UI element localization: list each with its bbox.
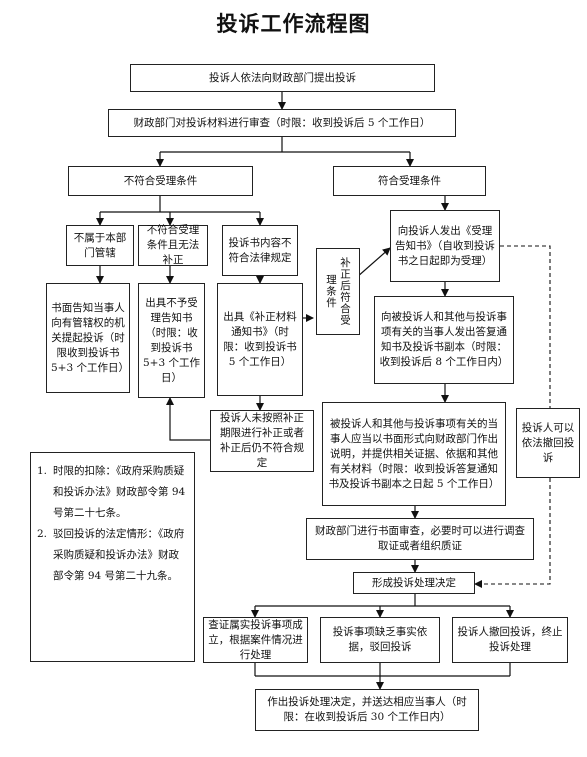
note-text: 时限的扣除：《政府采购质疑和投诉办法》财政部令第 94 号第二十七条。 bbox=[53, 465, 186, 519]
node-content-not-compliant: 投诉书内容不符合法律规定 bbox=[222, 225, 298, 276]
node-submit-complaint: 投诉人依法向财政部门提出投诉 bbox=[130, 64, 435, 92]
node-acceptance-notice: 向投诉人发出《受理告知书》（自收到投诉书之日起即为受理） bbox=[390, 210, 500, 282]
node-supplemented-qualified: 补正后符合受理条件 bbox=[316, 248, 360, 335]
node-outcome-valid: 查证属实投诉事项成立，根据案件情况进行处理 bbox=[203, 617, 308, 663]
note-item: 1. 时限的扣除：《政府采购质疑和投诉办法》财政部令第 94 号第二十七条。 bbox=[37, 461, 188, 524]
note-number: 2. bbox=[37, 528, 48, 540]
node-failed-supplement: 投诉人未按照补正期限进行补正或者补正后仍不符合规定 bbox=[210, 410, 314, 472]
note-item: 2. 驳回投诉的法定情形：《政府采购质疑和投诉办法》财政部令第 94 号第二十九… bbox=[37, 524, 188, 587]
node-cannot-be-corrected: 不符合受理条件且无法补正 bbox=[138, 224, 208, 266]
node-final-decision: 作出投诉处理决定，并送达相应当事人（时限：在收到投诉后 30 个工作日内） bbox=[255, 689, 479, 731]
node-respondent-statement: 被投诉人和其他与投诉事项有关的当事人应当以书面形式向财政部门作出说明，并提供相关… bbox=[322, 402, 506, 506]
node-outcome-withdrawn: 投诉人撤回投诉，终止投诉处理 bbox=[452, 617, 568, 663]
node-form-decision: 形成投诉处理决定 bbox=[353, 572, 475, 594]
node-material-review: 财政部门对投诉材料进行审查（时限：收到投诉后 5 个工作日） bbox=[108, 109, 456, 137]
note-text: 驳回投诉的法定情形：《政府采购质疑和投诉办法》财政部令第 94 号第二十九条。 bbox=[53, 528, 185, 582]
node-withdraw-anytime: 投诉人可以依法撤回投诉 bbox=[516, 408, 580, 478]
node-send-reply-notice: 向被投诉人和其他与投诉事项有关的当事人发出答复通知书及投诉书副本（时限：收到投诉… bbox=[374, 296, 514, 384]
node-rejection-notice: 出具不予受理告知书（时限：收到投诉书 5+3 个工作日） bbox=[138, 283, 205, 398]
node-written-review: 财政部门进行书面审查，必要时可以进行调查取证或者组织质证 bbox=[306, 518, 534, 560]
note-number: 1. bbox=[37, 465, 48, 477]
node-not-qualified: 不符合受理条件 bbox=[68, 166, 253, 196]
node-notify-proper-authority: 书面告知当事人向有管辖权的机关提起投诉（时限收到投诉书 5+3 个工作日） bbox=[46, 283, 130, 393]
page-title: 投诉工作流程图 bbox=[216, 12, 371, 36]
node-supplement-notice: 出具《补正材料通知书》（时限：收到投诉书 5 个工作日） bbox=[217, 283, 303, 396]
notes-box: 1. 时限的扣除：《政府采购质疑和投诉办法》财政部令第 94 号第二十七条。 2… bbox=[30, 452, 195, 662]
node-outcome-invalid: 投诉事项缺乏事实依据，驳回投诉 bbox=[320, 617, 440, 663]
node-not-in-jurisdiction: 不属于本部门管辖 bbox=[66, 225, 134, 266]
node-qualified: 符合受理条件 bbox=[333, 166, 486, 196]
